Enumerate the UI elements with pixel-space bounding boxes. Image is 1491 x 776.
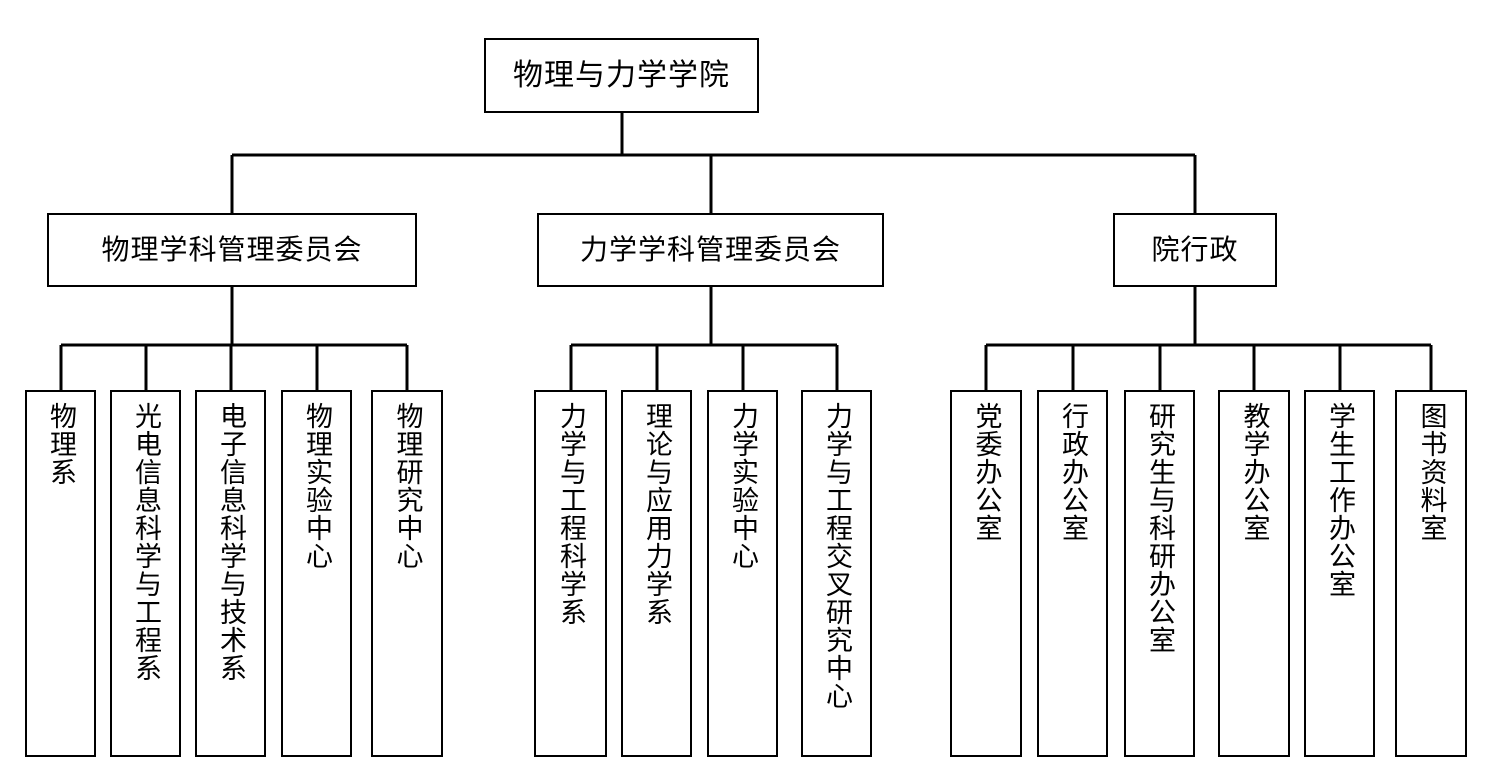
leaf-student-affairs-office[interactable]: 学生工作办公室 xyxy=(1304,390,1375,757)
leaf-physics-department[interactable]: 物理系 xyxy=(25,390,96,757)
leaf-mechanics-engineering-science-department[interactable]: 力学与工程科学系 xyxy=(534,390,607,757)
leaf-library-reference-room[interactable]: 图书资料室 xyxy=(1395,390,1467,757)
leaf-mechanics-engineering-interdisciplinary-research-center[interactable]: 力学与工程交叉研究中心 xyxy=(801,390,872,757)
root-node-label: 物理与力学学院 xyxy=(513,58,730,92)
leaf-administrative-office[interactable]: 行政办公室 xyxy=(1037,390,1108,757)
leaf-administrative-office-label: 行政办公室 xyxy=(1058,402,1088,542)
root-node[interactable]: 物理与力学学院 xyxy=(484,38,759,113)
leaf-party-committee-office[interactable]: 党委办公室 xyxy=(950,390,1022,757)
branch-physics-committee[interactable]: 物理学科管理委员会 xyxy=(47,213,417,287)
leaf-physics-research-center-label: 物理研究中心 xyxy=(392,402,423,570)
leaf-teaching-office-label: 教学办公室 xyxy=(1239,402,1270,542)
leaf-graduate-research-office-label: 研究生与科研办公室 xyxy=(1145,402,1175,654)
leaf-mechanics-experiment-center[interactable]: 力学实验中心 xyxy=(707,390,778,757)
branch-mechanics-committee-label: 力学学科管理委员会 xyxy=(579,234,841,266)
leaf-optoelectronic-info-science-engineering-department[interactable]: 光电信息科学与工程系 xyxy=(110,390,181,757)
leaf-physics-department-label: 物理系 xyxy=(46,402,76,486)
leaf-physics-research-center[interactable]: 物理研究中心 xyxy=(371,390,443,757)
leaf-physics-experiment-center[interactable]: 物理实验中心 xyxy=(281,390,352,757)
leaf-mechanics-engineering-interdisciplinary-research-center-label: 力学与工程交叉研究中心 xyxy=(822,402,852,710)
branch-college-administration[interactable]: 院行政 xyxy=(1113,213,1277,287)
leaf-mechanics-engineering-science-department-label: 力学与工程科学系 xyxy=(556,402,586,626)
leaf-party-committee-office-label: 党委办公室 xyxy=(971,402,1002,542)
leaf-optoelectronic-info-science-engineering-department-label: 光电信息科学与工程系 xyxy=(131,402,161,682)
leaf-theoretical-applied-mechanics-department-label: 理论与应用力学系 xyxy=(642,402,672,626)
leaf-physics-experiment-center-label: 物理实验中心 xyxy=(302,402,332,570)
leaf-electronic-info-science-technology-department[interactable]: 电子信息科学与技术系 xyxy=(195,390,266,757)
branch-physics-committee-label: 物理学科管理委员会 xyxy=(101,234,363,266)
leaf-mechanics-experiment-center-label: 力学实验中心 xyxy=(728,402,758,570)
leaf-library-reference-room-label: 图书资料室 xyxy=(1416,402,1447,542)
leaf-theoretical-applied-mechanics-department[interactable]: 理论与应用力学系 xyxy=(621,390,692,757)
branch-college-administration-label: 院行政 xyxy=(1151,234,1239,266)
leaf-student-affairs-office-label: 学生工作办公室 xyxy=(1325,402,1355,598)
branch-mechanics-committee[interactable]: 力学学科管理委员会 xyxy=(537,213,884,287)
leaf-teaching-office[interactable]: 教学办公室 xyxy=(1218,390,1290,757)
leaf-graduate-research-office[interactable]: 研究生与科研办公室 xyxy=(1124,390,1195,757)
leaf-electronic-info-science-technology-department-label: 电子信息科学与技术系 xyxy=(216,402,246,682)
